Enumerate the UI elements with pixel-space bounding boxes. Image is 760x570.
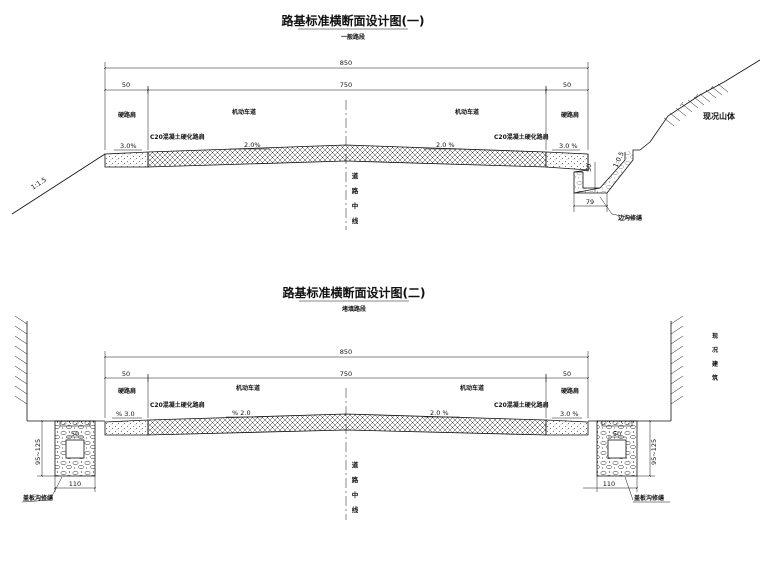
figure1-ditch-label: 边沟修缮 bbox=[617, 214, 642, 222]
figure1-fill-slope-ratio: 1:1.5 bbox=[30, 176, 48, 192]
figure-2-fill-section: 路基标准横断面设计图(二) 堵填路段 850 50 750 50 硬路肩 机动车… bbox=[14, 285, 719, 520]
figure2-label-c20-left: C20混凝土硬化路肩 bbox=[150, 401, 205, 409]
figure2-ditch-depth-right: 95~125 bbox=[650, 439, 658, 465]
figure1-label-left-shoulder: 硬路肩 bbox=[118, 111, 136, 119]
figure1-dim-total: 850 bbox=[340, 59, 352, 67]
figure1-slope-left-shoulder: 3.0% bbox=[120, 142, 137, 150]
figure1-ditch-depth: 50 bbox=[585, 164, 593, 172]
figure2-ditch-depth-left: 95~125 bbox=[34, 439, 42, 465]
figure2-label-lane-left: 机动车道 bbox=[236, 384, 260, 392]
figure2-slope-right-lane: 2.0 % bbox=[430, 409, 449, 417]
figure2-building-char: 现 bbox=[712, 332, 718, 340]
figure2-subtitle: 堵填路段 bbox=[342, 305, 366, 313]
figure2-centerline-char: 道 bbox=[352, 460, 359, 469]
figure2-left-shoulder-concrete bbox=[104, 419, 149, 436]
figure-1-general-section: 路基标准横断面设计图(一) 一般路段 850 50 750 50 硬路肩 机动车… bbox=[11, 13, 760, 230]
figure2-slope-left-lane: % 2.0 bbox=[232, 409, 251, 417]
figure2-dimension-lines bbox=[103, 351, 590, 418]
figure1-centerline-label: 道 路 中 线 bbox=[352, 171, 359, 225]
figure2-pavement bbox=[147, 413, 547, 436]
figure1-centerline-char: 道 bbox=[352, 171, 359, 180]
figure2-ditch-width-right: 110 bbox=[603, 480, 615, 488]
figure1-centerline-char: 线 bbox=[352, 216, 359, 225]
figure2-label-c20-right: C20混凝土硬化路肩 bbox=[494, 401, 549, 409]
figure1-slope-left-lane: 2.0% bbox=[244, 141, 261, 149]
figure2-label-right-shoulder: 硬路肩 bbox=[561, 387, 579, 395]
figure1-pavement bbox=[147, 144, 547, 168]
figure2-slope-right-shoulder: 3.0 % bbox=[560, 410, 579, 418]
figure2-ditch-inner-right: 50 bbox=[613, 430, 621, 438]
figure2-building-char: 筑 bbox=[711, 374, 718, 382]
figure2-dim-total: 850 bbox=[340, 348, 352, 356]
figure1-dim-left-shoulder: 50 bbox=[122, 81, 130, 89]
figure2-ditch-label-left: 盖板沟修缮 bbox=[23, 494, 53, 502]
figure1-slope-right-lane: 2.0 % bbox=[436, 141, 455, 149]
figure2-centerline-label: 道 路 中 线 bbox=[352, 460, 359, 514]
figure2-centerline-char: 路 bbox=[352, 475, 359, 484]
figure1-ditch-width: 79 bbox=[586, 198, 594, 206]
figure2-left-building-wall bbox=[14, 315, 105, 422]
figure1-label-right-shoulder: 硬路肩 bbox=[561, 111, 579, 119]
figure1-fill-slope-line bbox=[11, 153, 106, 215]
figure1-label-c20-right: C20混凝土硬化路肩 bbox=[494, 133, 549, 141]
figure1-centerline-char: 中 bbox=[352, 201, 359, 210]
figure2-right-shoulder-concrete bbox=[545, 419, 589, 436]
figure1-dimension-lines bbox=[103, 62, 590, 150]
figure2-label-lane-right: 机动车道 bbox=[460, 384, 484, 392]
figure2-ditch-width-left: 110 bbox=[69, 480, 81, 488]
figure2-slope-left-shoulder: % 3.0 bbox=[116, 410, 135, 418]
figure2-left-covered-ditch bbox=[37, 419, 97, 492]
figure1-dim-carriageway: 750 bbox=[340, 81, 352, 89]
figure1-right-shoulder-concrete bbox=[545, 151, 589, 171]
figure2-dim-right-shoulder: 50 bbox=[563, 370, 571, 378]
figure1-side-ditch bbox=[572, 141, 651, 212]
figure2-centerline-char: 中 bbox=[352, 490, 359, 499]
figure1-dim-right-shoulder: 50 bbox=[563, 81, 571, 89]
figure2-centerline-char: 线 bbox=[352, 505, 359, 514]
figure1-mountain-label: 现况山体 bbox=[703, 111, 736, 121]
figure2-title: 路基标准横断面设计图(二) bbox=[283, 285, 426, 300]
figure2-label-left-shoulder: 硬路肩 bbox=[118, 387, 136, 395]
figure2-building-label: 现 况 建 筑 bbox=[711, 332, 719, 382]
figure2-building-char: 况 bbox=[712, 346, 718, 354]
figure1-label-c20-left: C20混凝土硬化路肩 bbox=[150, 133, 205, 141]
figure2-dim-left-shoulder: 50 bbox=[122, 370, 130, 378]
figure2-right-building-wall bbox=[588, 315, 684, 422]
figure2-ditch-inner-left: 50 bbox=[71, 430, 79, 438]
figure2-dim-carriageway: 750 bbox=[340, 370, 352, 378]
figure1-left-shoulder-concrete bbox=[104, 151, 149, 168]
figure1-subtitle: 一般路段 bbox=[341, 33, 365, 41]
figure2-right-covered-ditch bbox=[583, 419, 655, 492]
figure1-centerline-char: 路 bbox=[352, 186, 359, 195]
figure2-ditch-label-right: 盖板沟修缮 bbox=[634, 494, 664, 502]
figure1-slope-right-shoulder: 3.0 % bbox=[559, 142, 578, 150]
figure2-building-char: 建 bbox=[712, 360, 719, 368]
figure1-label-lane-left: 机动车道 bbox=[232, 108, 256, 116]
figure1-mountain-hatch bbox=[663, 83, 729, 127]
figure1-title: 路基标准横断面设计图(一) bbox=[282, 13, 425, 28]
figure1-label-lane-right: 机动车道 bbox=[455, 108, 479, 116]
figure1-mountain-slope bbox=[649, 59, 760, 143]
